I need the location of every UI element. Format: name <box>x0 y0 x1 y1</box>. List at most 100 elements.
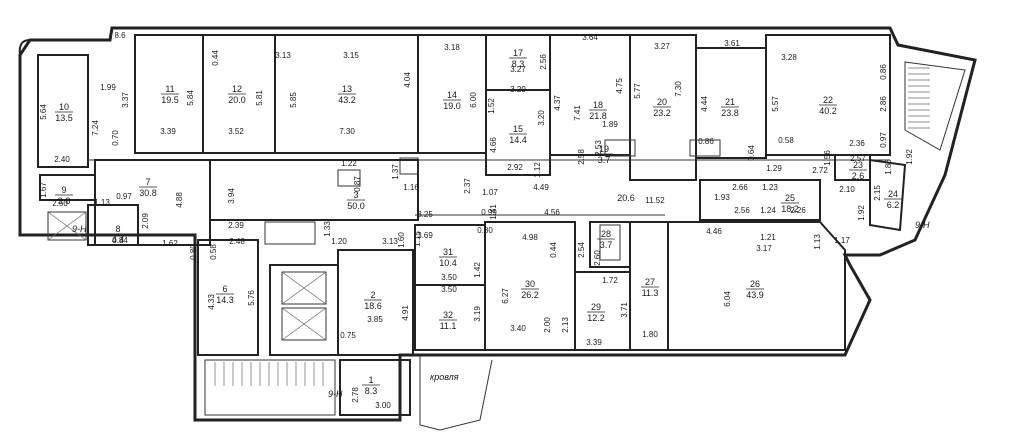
dimension-label: 1.12 <box>533 162 542 178</box>
dimension-label: 3.52 <box>228 127 244 136</box>
dimension-label: 5.77 <box>633 83 642 99</box>
room-number: 10 <box>59 102 69 112</box>
room-number: 19 <box>599 144 609 154</box>
dimension-label: 1.15 <box>413 231 422 247</box>
room-3-wall <box>209 159 419 221</box>
room-area: 21.8 <box>589 111 607 121</box>
elevator-core <box>269 264 339 356</box>
dimension-label: 3.27 <box>654 42 670 51</box>
room-26-wall <box>667 221 846 351</box>
dimension-label: 1.86 <box>884 159 893 175</box>
dimension-label: 0.58 <box>209 244 218 260</box>
roof-label: кровля <box>430 372 459 382</box>
toilet-icon-3 <box>599 224 621 261</box>
dimension-label: 1.23 <box>762 183 778 192</box>
room-number: 12 <box>232 84 242 94</box>
room-number: 29 <box>591 302 601 312</box>
dimension-label: 1.24 <box>760 206 776 215</box>
dimension-label: 2.15 <box>873 185 882 201</box>
dimension-label: 0.80 <box>189 244 198 260</box>
room-10-wall <box>37 54 89 168</box>
room-2-wall <box>337 249 414 356</box>
dimension-label: 5.81 <box>255 90 264 106</box>
dimension-label: 1.37 <box>391 164 400 180</box>
dimension-label: 3.13 <box>275 51 291 60</box>
room-number: 25 <box>785 193 795 203</box>
room-number: 20 <box>657 97 667 107</box>
dimension-label: 1.72 <box>602 276 618 285</box>
stair-label-right: 9-Н <box>915 220 930 230</box>
room-number: 23 <box>853 160 863 170</box>
room-area: 3.8 <box>58 196 71 206</box>
dimension-label: 0.58 <box>778 136 794 145</box>
elevator-2-x2 <box>281 307 327 341</box>
dimension-label: 6.00 <box>469 92 478 108</box>
dimension-label: 5.84 <box>186 90 195 106</box>
dimension-label: 4.88 <box>175 192 184 208</box>
room-area: 18.2 <box>781 204 799 214</box>
room-number: 30 <box>525 279 535 289</box>
dimension-label: 3.64 <box>582 33 598 42</box>
stair-bottom-treads <box>214 362 324 386</box>
dimension-label: 4.75 <box>615 78 624 94</box>
room-25-wall <box>699 179 821 221</box>
toilet-icon-4 <box>689 139 721 157</box>
room-area: 26.2 <box>521 290 539 300</box>
room-22-wall <box>765 34 891 156</box>
dimension-label: 3.00 <box>375 401 391 410</box>
dimension-label: 3.15 <box>343 51 359 60</box>
dimension-label: 1.93 <box>714 193 730 202</box>
room-area: 20.0 <box>228 95 246 105</box>
dimension-label: 2.57 <box>850 154 866 163</box>
elevator-2 <box>281 307 327 341</box>
dimension-label: 3.27 <box>510 65 526 74</box>
dimension-label: 0.86 <box>879 64 888 80</box>
room-area: 4.4 <box>112 235 125 245</box>
room-area: 18.6 <box>364 301 382 311</box>
dimension-label: 3.50 <box>441 285 457 294</box>
room-number: 2 <box>370 290 375 300</box>
room-number: 28 <box>601 229 611 239</box>
dimension-label: 0.80 <box>477 226 493 235</box>
room-number: 18 <box>593 100 603 110</box>
dimension-label: 2.48 <box>229 237 245 246</box>
room-18-wall <box>549 34 631 156</box>
dimension-label: 1.07 <box>482 188 498 197</box>
dimension-label: 2.56 <box>539 54 548 70</box>
room-area: 23.8 <box>721 108 739 118</box>
room-number: 27 <box>645 277 655 287</box>
dimension-label: 2.92 <box>507 163 523 172</box>
room-number: 3 <box>353 190 358 200</box>
dimension-label: 1.99 <box>100 83 116 92</box>
room-area: 14.4 <box>509 135 527 145</box>
room-number: 14 <box>447 90 457 100</box>
room-number: 7 <box>145 177 150 187</box>
dimension-label: 2.26 <box>790 206 806 215</box>
dimension-label: 3.25 <box>417 210 433 219</box>
stair-bottom <box>204 359 336 416</box>
dimension-label: 11.52 <box>645 196 665 205</box>
dimension-label: 7.30 <box>339 127 355 136</box>
dimension-label: 2.54 <box>577 242 586 258</box>
stair-left <box>47 211 87 241</box>
room-1-wall <box>339 359 411 416</box>
dimension-label: 3.40 <box>510 324 526 333</box>
dimension-label: 2.86 <box>879 96 888 112</box>
dimension-label: 4.56 <box>544 208 560 217</box>
room-area: 43.2 <box>338 95 356 105</box>
dimension-label: 2.50 <box>52 199 68 208</box>
dimension-label: 3.20 <box>537 110 546 126</box>
room-area: 11.3 <box>642 288 659 298</box>
dimension-label: 5.64 <box>39 104 48 120</box>
room-area: 43.9 <box>746 290 764 300</box>
stair-label-bottom: 9-Н <box>328 389 343 399</box>
room-6-wall <box>197 239 259 356</box>
room-area: 10.4 <box>439 258 457 268</box>
dimension-label: 1.92 <box>857 205 866 221</box>
dimension-label: 4.33 <box>207 294 216 310</box>
dimension-label: 4.46 <box>706 227 722 236</box>
room-area: 19.0 <box>443 101 461 111</box>
dimension-label: 1.41 <box>489 204 498 220</box>
dimension-label: 3.39 <box>586 338 602 347</box>
